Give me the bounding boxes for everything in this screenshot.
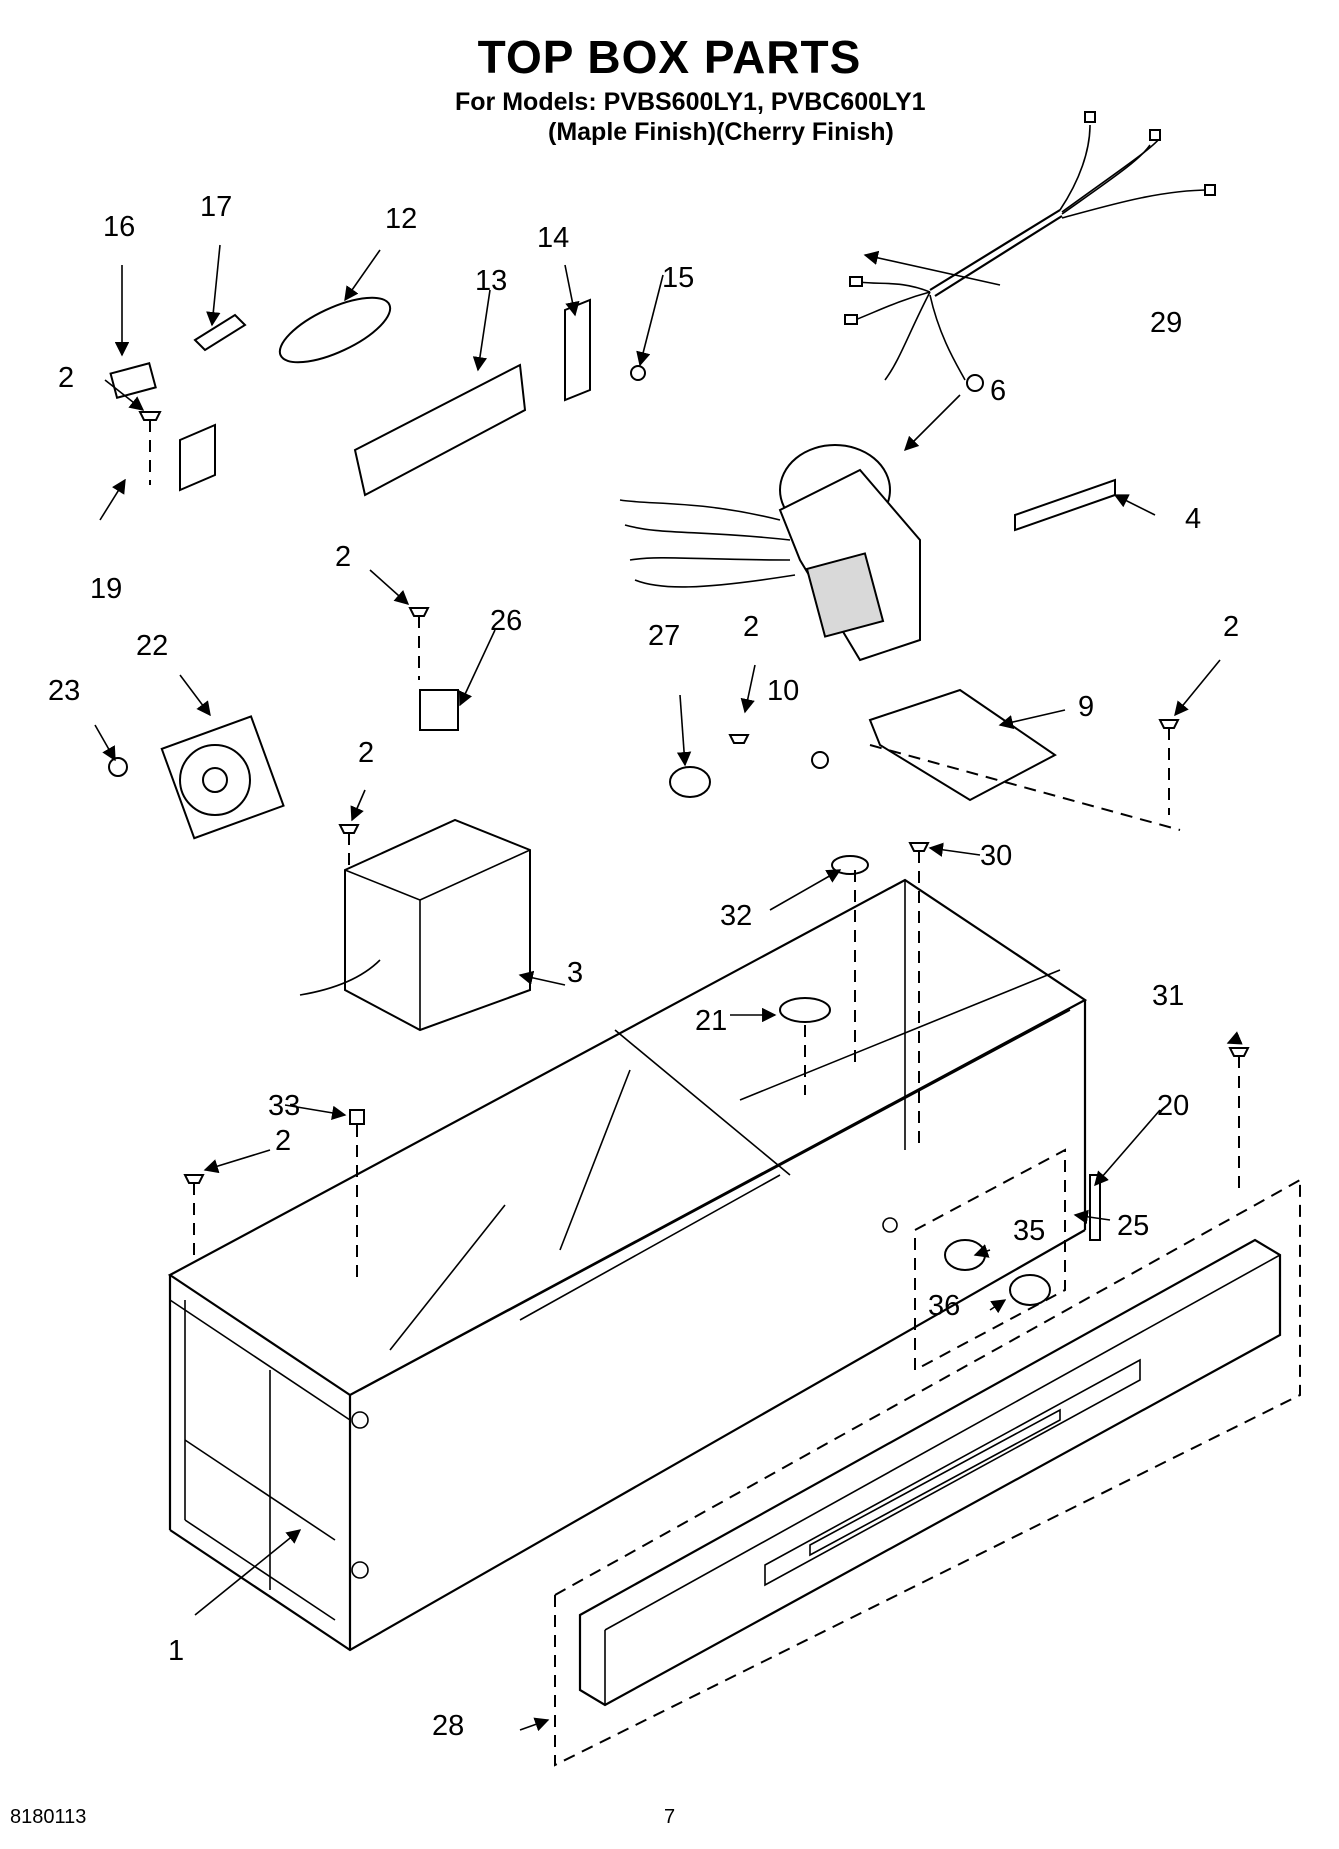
callout-36: 36 — [928, 1290, 960, 1322]
callout-29: 29 — [1150, 307, 1182, 339]
callout-13: 13 — [475, 265, 507, 297]
page-number: 7 — [664, 1806, 676, 1828]
callout-2-f: 2 — [275, 1125, 291, 1157]
callout-17: 17 — [200, 191, 232, 223]
callout-32: 32 — [720, 900, 752, 932]
callout-labels: 1 2 2 2 2 2 2 3 4 6 9 10 12 13 14 15 16 … — [48, 191, 1239, 1742]
wire-harness — [844, 111, 1216, 392]
callout-21: 21 — [695, 1005, 727, 1037]
callout-14: 14 — [537, 222, 569, 254]
callout-19: 19 — [90, 573, 122, 605]
callout-26: 26 — [490, 605, 522, 637]
callout-2-c: 2 — [743, 611, 759, 643]
callout-9: 9 — [1078, 691, 1094, 723]
finish-line: (Maple Finish)(Cherry Finish) — [548, 118, 894, 146]
callout-25: 25 — [1117, 1210, 1149, 1242]
callout-16: 16 — [103, 211, 135, 243]
leader-lines — [94, 244, 1243, 1732]
callout-22: 22 — [136, 630, 168, 662]
top-box-frame — [167, 878, 1088, 1652]
small-parts — [109, 296, 1116, 1306]
fan-motor — [619, 444, 921, 662]
callout-1: 1 — [168, 1635, 184, 1667]
callout-2-b: 2 — [335, 541, 351, 573]
callout-2-a: 2 — [58, 362, 74, 394]
callout-4: 4 — [1185, 503, 1201, 535]
callout-6: 6 — [990, 375, 1006, 407]
callout-2-d: 2 — [1223, 611, 1239, 643]
models-line: For Models: PVBS600LY1, PVBC600LY1 — [455, 88, 926, 116]
callout-23: 23 — [48, 675, 80, 707]
callout-10: 10 — [767, 675, 799, 707]
control-panel — [554, 1148, 1301, 1767]
callout-35: 35 — [1013, 1215, 1045, 1247]
document-number: 8180113 — [10, 1806, 87, 1828]
mounting-bracket — [868, 688, 1181, 831]
power-supply — [299, 818, 531, 1032]
callout-28: 28 — [432, 1710, 464, 1742]
callout-30: 30 — [980, 840, 1012, 872]
screws — [108, 365, 1250, 1285]
callout-20: 20 — [1157, 1090, 1189, 1122]
callout-33: 33 — [268, 1090, 300, 1122]
page-title: TOP BOX PARTS — [477, 31, 862, 83]
callout-2-e: 2 — [358, 737, 374, 769]
callout-27: 27 — [648, 620, 680, 652]
callout-15: 15 — [662, 262, 694, 294]
callout-31: 31 — [1152, 980, 1184, 1012]
callout-12: 12 — [385, 203, 417, 235]
callout-3: 3 — [567, 957, 583, 989]
